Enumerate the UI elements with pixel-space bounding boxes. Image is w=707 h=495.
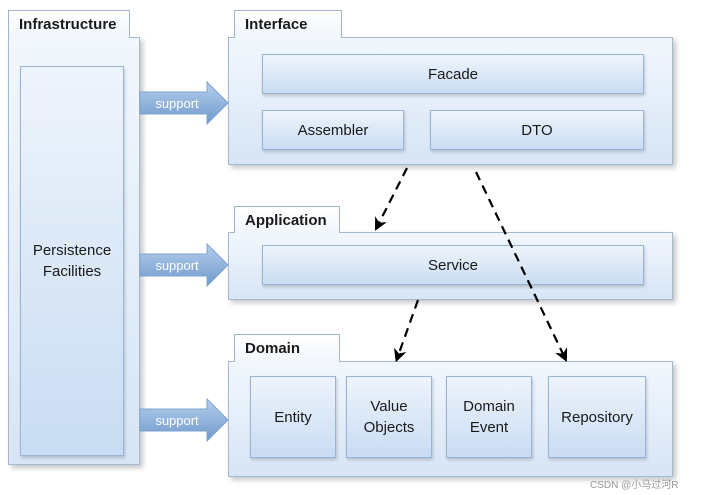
service-label: Service	[427, 256, 479, 274]
domain-title: Domain	[245, 340, 301, 357]
value-objects-label: Value Objects	[363, 398, 415, 436]
application-title: Application	[245, 211, 327, 229]
value-objects-box: Value Objects	[346, 376, 432, 458]
domain-event-box: Domain Event	[446, 376, 532, 458]
support-label-interface: support	[155, 95, 199, 111]
facade-box: Facade	[262, 54, 644, 94]
infrastructure-title: Infrastructure	[19, 16, 117, 33]
dto-label: DTO	[521, 121, 553, 139]
assembler-box: Assembler	[262, 110, 404, 150]
persistence-facilities-label: Persistence Facilities	[32, 242, 112, 280]
service-box: Service	[262, 245, 644, 285]
persistence-facilities-box: Persistence Facilities	[20, 66, 124, 456]
domain-title-tab: Domain	[234, 334, 340, 362]
domain-event-label: Domain Event	[463, 398, 515, 436]
repository-label: Repository	[561, 408, 633, 426]
infrastructure-title-tab: Infrastructure	[8, 10, 130, 38]
interface-title: Interface	[245, 16, 308, 33]
interface-title-tab: Interface	[234, 10, 342, 38]
facade-label: Facade	[427, 65, 479, 83]
entity-label: Entity	[274, 408, 312, 426]
assembler-label: Assembler	[297, 121, 369, 139]
entity-box: Entity	[250, 376, 336, 458]
watermark: CSDN @小马过河R	[590, 480, 679, 491]
dependency-arrow-interface-to-application	[375, 167, 408, 231]
repository-box: Repository	[548, 376, 646, 458]
application-title-tab: Application	[234, 206, 340, 233]
support-label-application: support	[155, 257, 199, 273]
dependency-arrow-service-to-value-objects	[394, 299, 420, 363]
support-label-domain: support	[155, 412, 199, 428]
dto-box: DTO	[430, 110, 644, 150]
